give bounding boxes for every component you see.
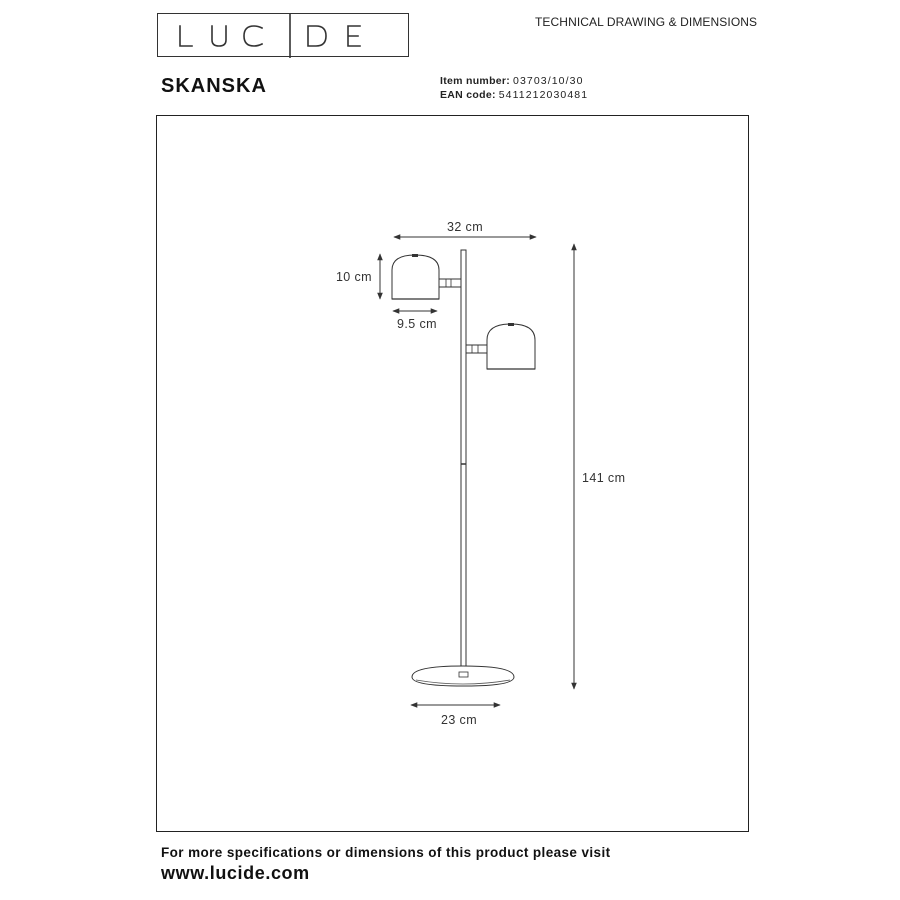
footer-website-link[interactable]: www.lucide.com (161, 863, 310, 883)
item-number-label: Item number: (440, 75, 511, 87)
ean-value: 5411212030481 (498, 89, 589, 101)
ean-label: EAN code: (440, 89, 496, 101)
brand-logo (157, 13, 409, 58)
item-number-value: 03703/10/30 (513, 75, 584, 87)
product-name: SKANSKA (161, 75, 267, 97)
width-dimension-label: 32 cm (447, 220, 483, 234)
drawing-frame (156, 115, 749, 832)
shade-height-dimension-label: 10 cm (336, 270, 372, 284)
base-dimension-label: 23 cm (441, 713, 477, 727)
lower-lamp-shade (465, 323, 536, 370)
lucide-logo-icon (179, 14, 361, 58)
height-dimension-label: 141 cm (582, 471, 625, 485)
ean-row: EAN code: 5411212030481 (440, 88, 588, 102)
shade-diameter-dimension-label: 9.5 cm (397, 317, 437, 331)
lamp-pole (460, 249, 467, 677)
document-type: TECHNICAL DRAWING & DIMENSIONS (535, 15, 758, 29)
upper-lamp-shade (391, 254, 462, 300)
product-meta: Item number: 03703/10/30 EAN code: 54112… (440, 74, 588, 102)
footer-info-text: For more specifications or dimensions of… (161, 845, 611, 860)
item-number-row: Item number: 03703/10/30 (440, 74, 588, 88)
lamp-base (411, 665, 515, 687)
